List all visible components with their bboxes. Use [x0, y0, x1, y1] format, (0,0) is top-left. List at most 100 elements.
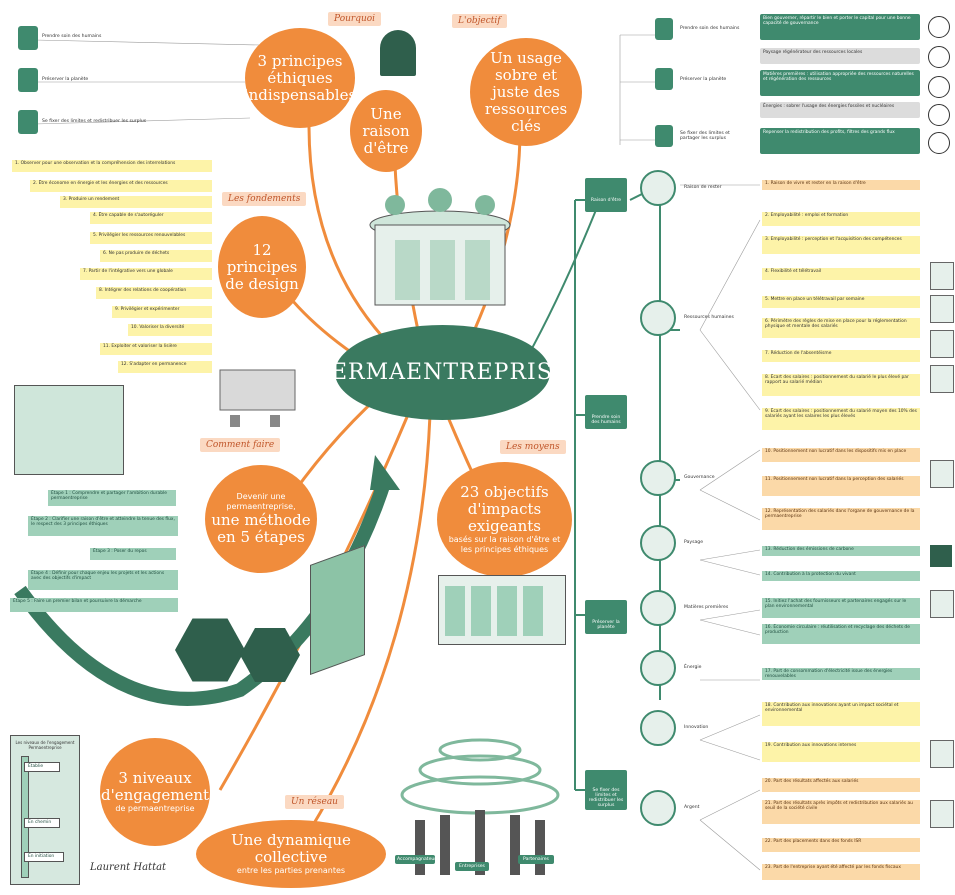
step-1: Étape 1 : Comprendre et partager l'ambit…	[48, 490, 176, 506]
center-title: PERMAENTREPRISE	[315, 325, 569, 420]
door-panels-illustration	[14, 385, 124, 475]
category-humains: Prendre soin des humains	[585, 395, 627, 429]
objective-item: 9. Écart des salaires : positionnement d…	[762, 408, 920, 430]
principle-item: 9. Privilégier et expérimenter	[112, 306, 212, 318]
subcategory-label: Gouvernance	[684, 475, 715, 480]
thermo-title: Les niveaux de l'engagement Permaentrepr…	[15, 740, 75, 750]
moyens-bubble-small: basés sur la raison d'être et les princi…	[448, 535, 561, 554]
side-icon-9	[930, 800, 954, 828]
principle-item: 8. Intégrer des relations de coopération	[96, 287, 212, 299]
principle-item: 7. Partir de l'intégrative vers une glob…	[80, 268, 212, 280]
moyens-bubble: 23 objectifs d'impacts exigeants basés s…	[437, 462, 572, 577]
principle-item: 1. Observer pour une observation et la c…	[12, 160, 212, 172]
objective-item: 23. Part de l'entreprise ayant été affec…	[762, 864, 920, 880]
sign-partenaires: Partenaires	[518, 855, 554, 864]
round-icon-3	[928, 76, 950, 98]
principle-item: 11. Exploiter et valoriser la lisière	[100, 343, 212, 355]
round-icon-1	[928, 16, 950, 38]
category-limites: Se fixer des limites et redistribuer les…	[585, 770, 627, 810]
thermo-tube	[21, 756, 29, 878]
subcategory-label: Raison de rester	[684, 185, 722, 190]
round-icon-4	[928, 104, 950, 126]
objective-item: 14. Contribution à la protection du viva…	[762, 571, 920, 581]
objectif-bubble-text: Un usage sobre et juste des ressources c…	[484, 48, 568, 135]
principle-item: 12. S'adapter en permanence	[118, 361, 212, 373]
tr-label-2: Préserver la planète	[680, 77, 727, 82]
objectif-tag: L'objectif	[452, 14, 507, 28]
principle-item: 2. Être économe en énergie et les énergi…	[30, 180, 212, 192]
objective-item: 20. Part des résultats affectés aux sala…	[762, 778, 920, 792]
niveaux-bubble-big: 3 niveaux d'engagement	[100, 769, 210, 804]
moyens-tag: Les moyens	[500, 440, 566, 454]
niveaux-bubble: 3 niveaux d'engagement de permaentrepris…	[100, 738, 210, 846]
subcategory-icon	[640, 590, 676, 626]
subcategory-label: Ressources humaines	[684, 315, 734, 320]
limits-icon-right	[655, 125, 673, 147]
fondements-bubble: 12 principes de design	[218, 216, 306, 318]
objective-item: 22. Part des placements dans des fonds I…	[762, 838, 920, 852]
step-4: Étape 4 : Définir pour chaque enjeu les …	[28, 570, 178, 590]
care-humans-icon	[18, 26, 38, 50]
side-icon-4	[930, 365, 954, 393]
objective-item: 5. Mettre en place un télétravail par se…	[762, 296, 920, 308]
level-3: En initiation	[24, 852, 64, 862]
reseau-tag: Un réseau	[285, 795, 344, 809]
objective-item: 12. Représentation des salariés dans l'o…	[762, 508, 920, 530]
niveaux-bubble-small: de permaentreprise	[115, 804, 195, 813]
reseau-bubble-small: entre les parties prenantes	[236, 866, 346, 875]
objective-item: 19. Contribution aux innovations interne…	[762, 742, 920, 762]
ethics-item-3: Se fixer des limites et redistribuer les…	[42, 119, 147, 124]
building-illustration	[355, 175, 525, 325]
pourquoi-bubble-text: Une raison d'être	[362, 104, 410, 157]
limits-icon	[18, 110, 38, 134]
pourquoi-tag: Pourquoi	[328, 12, 382, 26]
tr-box-2: Paysage régénérateur des ressources loca…	[760, 48, 920, 64]
objective-item: 2. Employabilité : emploi et formation	[762, 212, 920, 226]
category-raison: Raison d'être	[585, 178, 627, 212]
tr-label-1: Prendre soin des humains	[680, 26, 740, 31]
side-icon-8	[930, 740, 954, 768]
objective-item: 3. Employabilité : perception et l'acqui…	[762, 236, 920, 254]
objective-item: 15. Initiez l'achat des fournisseurs et …	[762, 598, 920, 618]
climbing-wall	[310, 544, 365, 676]
subcategory-icon	[640, 170, 676, 206]
level-1: Établie	[24, 762, 60, 772]
subcategory-icon	[640, 710, 676, 746]
line-ethics	[307, 94, 392, 347]
level-2: En chemin	[24, 818, 60, 828]
signature: Laurent Hattat	[90, 862, 167, 873]
ethics-item-2: Préserver la planète	[42, 77, 89, 82]
tr-box-1: Bien gouverner, répartir le bien et port…	[760, 14, 920, 40]
methode-bubble: Devenir une permaentreprise, une méthode…	[205, 465, 317, 573]
objective-item: 1. Raison de vivre et rester en la raiso…	[762, 180, 920, 190]
reseau-bubble-big: Une dynamique collective	[231, 831, 351, 866]
round-icon-2	[928, 46, 950, 68]
people-circle-illustration	[395, 690, 565, 890]
subcategory-label: Énergie	[684, 665, 702, 670]
step-5: Étape 5 : Faire un premier bilan et pour…	[10, 598, 178, 612]
objective-item: 4. Flexibilité et télétravail	[762, 268, 920, 280]
reseau-bubble: Une dynamique collective entre les parti…	[196, 820, 386, 888]
fondements-tag: Les fondements	[222, 192, 307, 206]
objective-item: 10. Positionnement non lucratif dans les…	[762, 448, 920, 462]
fondements-num: 12	[252, 240, 272, 259]
objectif-bubble: Un usage sobre et juste des ressources c…	[470, 38, 582, 146]
objective-item: 8. Écart des salaires : positionnement d…	[762, 374, 920, 396]
office-chairs-illustration	[210, 360, 305, 430]
principle-item: 10. Valoriser la diversité	[128, 324, 212, 336]
methode-bubble-small: Devenir une permaentreprise,	[226, 492, 296, 511]
objective-item: 16. Économie circulaire : réutilisation …	[762, 624, 920, 644]
principle-item: 4. Être capable de s'autoréguler	[90, 212, 212, 224]
round-icon-5	[928, 132, 950, 154]
preserve-planet-icon-right	[655, 68, 673, 90]
objective-item: 13. Réduction des émissions de carbone	[762, 546, 920, 556]
subcategory-icon	[640, 525, 676, 561]
subcategory-label: Argent	[684, 805, 700, 810]
side-icon-7	[930, 590, 954, 618]
side-icon-3	[930, 330, 954, 358]
principle-item: 5. Privilégier les ressources renouvelab…	[90, 232, 212, 244]
principle-item: 6. Ne pas produire de déchets	[100, 250, 212, 262]
subcategory-icon	[640, 300, 676, 336]
subcategory-icon	[640, 460, 676, 496]
methode-tag: Comment faire	[200, 438, 281, 452]
